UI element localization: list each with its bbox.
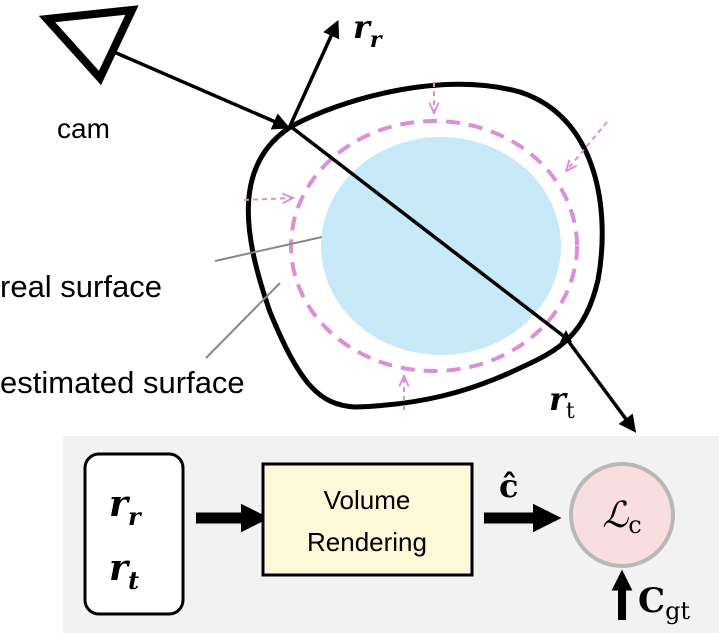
volume-rendering-label-line1: Volume: [324, 485, 411, 515]
ground-truth-label-base: C: [638, 581, 665, 621]
real-surface-label: real surface: [0, 269, 162, 304]
camera-label: cam: [57, 113, 110, 144]
transmitted-ray-label: rt: [549, 380, 575, 424]
loss-label: ℒc: [602, 495, 641, 539]
real-surface-region: [321, 137, 561, 355]
volume-rendering-label-line2: Rendering: [307, 527, 427, 557]
camera-triangle-icon: [38, 5, 139, 86]
loss-label-base: ℒ: [602, 495, 629, 536]
ray-input-box: [83, 452, 185, 616]
volume-rendering-box: [261, 462, 474, 577]
estimated-surface-contour: [289, 119, 579, 373]
transmitted-ray: [564, 336, 637, 433]
reflected-ray-label-sub: r: [370, 27, 383, 53]
input-ray-transmitted: rt: [109, 547, 139, 595]
reflected-ray-label: rr: [353, 8, 383, 53]
exit-point-marker: [560, 330, 572, 342]
input-ray-transmitted-base: r: [109, 547, 131, 589]
object-outline: [245, 81, 605, 410]
transmitted-ray-inner: [288, 124, 568, 340]
input-ray-reflected-base: r: [109, 483, 131, 525]
reflected-ray-label-base: r: [353, 8, 372, 46]
ground-truth-label-sub: gt: [665, 597, 690, 625]
input-ray-reflected: rr: [109, 483, 143, 531]
estimated-surface-label: estimated surface: [0, 365, 245, 400]
estimated-surface-leader: [205, 282, 281, 359]
reflected-ray: [288, 19, 340, 127]
transmitted-ray-label-sub: t: [566, 399, 575, 424]
input-ray-reflected-sub: r: [128, 502, 143, 531]
update-arrow-left: [243, 198, 292, 200]
incident-ray: [113, 50, 291, 130]
transmitted-ray-label-base: r: [549, 380, 568, 418]
real-surface-leader: [214, 236, 323, 262]
ground-truth-label: Cgt: [638, 581, 690, 625]
predicted-color-label: ĉ: [499, 467, 518, 505]
loss-circle: [569, 462, 675, 568]
loss-label-sub: c: [628, 511, 641, 539]
update-arrow-right: [567, 121, 608, 170]
surface-update-arrows: [243, 82, 608, 410]
input-ray-transmitted-sub: t: [128, 566, 139, 595]
